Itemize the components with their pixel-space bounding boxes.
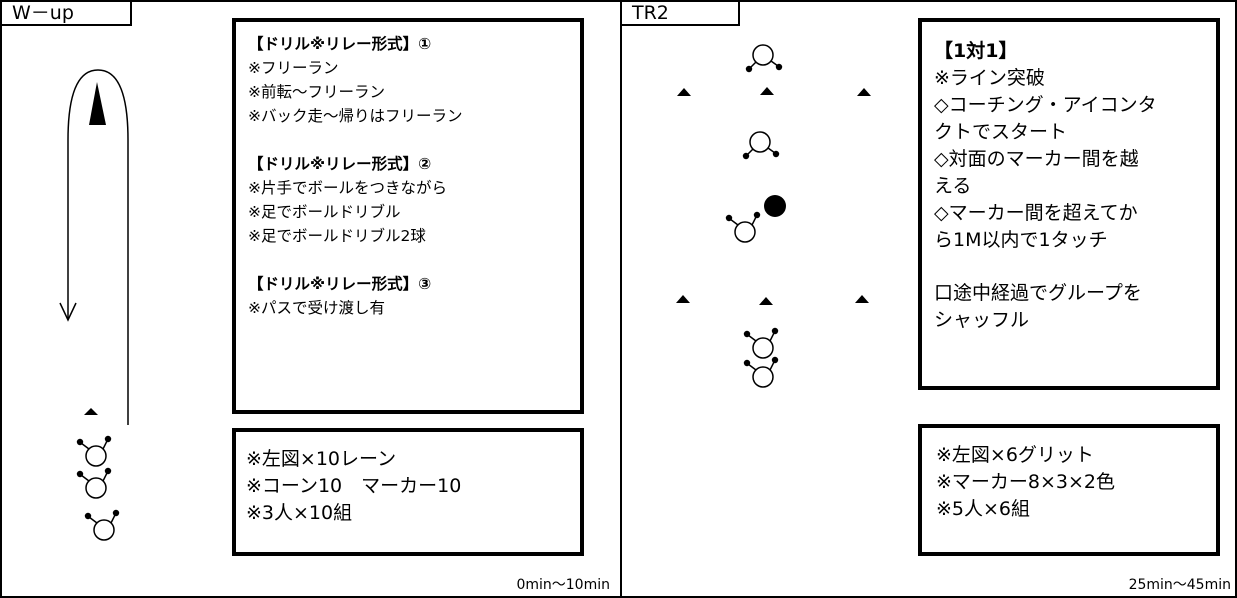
- drill-item: ※足でボールドリブル2球: [248, 227, 426, 245]
- player-icon: [76, 467, 112, 499]
- drill-heading: 【1対1】: [934, 40, 1018, 62]
- drill-item: ※ライン突破: [934, 67, 1045, 89]
- drill-item: シャッフル: [934, 309, 1030, 331]
- drill-heading-2: 【ドリル※リレー形式】②: [248, 155, 432, 173]
- player-icon: [84, 509, 120, 541]
- drill-description-box: 【1対1】 ※ライン突破 ◇コーチング・アイコンタ クトでスタート ◇対面のマー…: [918, 18, 1220, 390]
- setup-box: ※左図×10レーン ※コーン10 マーカー10 ※3人×10組: [232, 428, 584, 556]
- drill-item: ※フリーラン: [248, 59, 339, 77]
- drill-item: える: [934, 175, 972, 197]
- marker-cone: [857, 88, 871, 96]
- drill-item: ※足でボールドリブル: [248, 203, 401, 221]
- drill-item: ※片手でボールをつきながら: [248, 179, 447, 197]
- player-icon: [725, 211, 761, 243]
- drill-item: ◇対面のマーカー間を越: [934, 148, 1139, 170]
- panel-tr2: TR2 【1対1】 ※ライン突破 ◇コーチング・アイコンタ クトでスタート ◇対…: [620, 0, 1237, 598]
- setup-item: ※3人×10組: [246, 502, 353, 524]
- time-range: 0min～10min: [516, 577, 610, 593]
- panel-tab-warmup: W－up: [0, 0, 132, 26]
- player-icon: [742, 131, 780, 160]
- drill-item: ◇コーチング・アイコンタ: [934, 94, 1157, 116]
- setup-box: ※左図×6グリット ※マーカー8×3×2色 ※5人×6組: [918, 424, 1220, 556]
- player-icon: [745, 44, 783, 73]
- setup-item: ※マーカー8×3×2色: [936, 471, 1116, 493]
- drill-heading-1: 【ドリル※リレー形式】①: [248, 35, 432, 53]
- drill-item: ◇マーカー間を超えてか: [934, 202, 1138, 224]
- drill-item: ら1M以内で1タッチ: [934, 229, 1108, 251]
- ball-icon: [764, 195, 786, 217]
- marker-cone: [759, 297, 773, 305]
- drill-item: ※前転～フリーラン: [248, 83, 385, 101]
- marker-cone: [677, 88, 691, 96]
- player-icon: [76, 435, 112, 467]
- setup-item: ※左図×10レーン: [246, 448, 397, 470]
- marker-cone: [760, 87, 774, 95]
- panel-warmup: W－up 【ドリル※リレー形式】① ※フリーラン ※前転～フリーラン ※バック走…: [0, 0, 622, 598]
- marker-cone: [84, 408, 98, 415]
- setup-item: ※コーン10 マーカー10: [246, 475, 462, 497]
- marker-cone: [855, 295, 869, 303]
- drill-item: ※バック走～帰りはフリーラン: [248, 107, 463, 125]
- panel-tab-tr2: TR2: [620, 0, 740, 26]
- drill-heading-3: 【ドリル※リレー形式】③: [248, 275, 432, 293]
- player-icon: [743, 356, 779, 388]
- time-range: 25min～45min: [1128, 577, 1231, 593]
- drill-item: 口途中経過でグループを: [934, 282, 1142, 304]
- drill-description-box: 【ドリル※リレー形式】① ※フリーラン ※前転～フリーラン ※バック走～帰りはフ…: [232, 18, 584, 414]
- drill-item: クトでスタート: [934, 121, 1068, 143]
- drill-item: ※パスで受け渡し有: [248, 299, 385, 317]
- run-path-arrow: [59, 69, 129, 425]
- player-icon: [743, 327, 779, 359]
- setup-item: ※5人×6組: [936, 498, 1031, 520]
- setup-item: ※左図×6グリット: [936, 444, 1094, 466]
- marker-cone: [676, 295, 690, 303]
